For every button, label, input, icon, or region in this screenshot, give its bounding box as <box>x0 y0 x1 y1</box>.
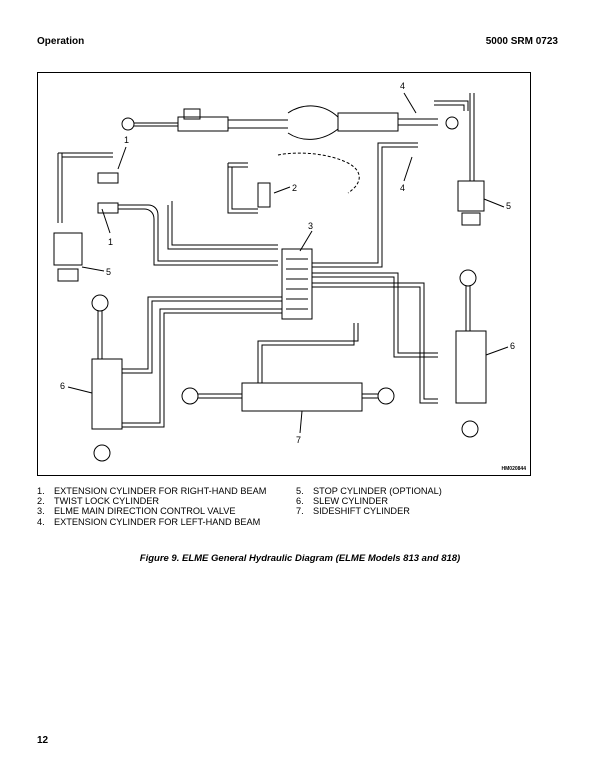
callout-4a: 4 <box>400 81 405 91</box>
slew-cylinder-right-rod <box>465 286 471 331</box>
hose-top-run <box>228 119 288 129</box>
callout-1a: 1 <box>124 135 129 145</box>
legend-item: 7.SIDESHIFT CYLINDER <box>296 506 410 517</box>
manual-number: 5000 SRM 0723 <box>485 36 558 47</box>
sideshift-rod-right <box>362 393 378 399</box>
slew-cylinder-left-body <box>91 358 123 430</box>
slew-cylinder-left-eye-top <box>91 294 109 312</box>
valve-block-left <box>97 172 119 184</box>
stop-cylinder-left <box>53 232 83 266</box>
cylinder-port-top <box>183 108 201 120</box>
hose-valve-to-right-2 <box>312 282 438 404</box>
stop-cylinder-left-base <box>57 268 79 282</box>
slew-cylinder-left-rod <box>97 311 103 359</box>
leader-3 <box>299 230 313 252</box>
hydraulic-diagram: 1 1 2 3 4 4 5 5 6 6 7 <box>53 81 515 462</box>
stop-cylinder-right-base <box>461 212 481 226</box>
hose-slew-left-2 <box>122 308 282 428</box>
sideshift-eye-right <box>377 387 395 405</box>
cylinder-body-top <box>177 116 229 132</box>
hose-slew-left-1 <box>122 296 282 374</box>
slew-cylinder-right-body <box>455 330 487 404</box>
leader-7 <box>299 410 303 434</box>
figure-code: HM020844 <box>501 466 526 472</box>
slew-cylinder-right-eye-bottom <box>461 420 479 438</box>
legend-item: 1.EXTENSION CYLINDER FOR RIGHT-HAND BEAM <box>37 486 267 496</box>
leader-6-left <box>67 386 93 394</box>
rod-top-left <box>134 122 178 127</box>
callout-3: 3 <box>308 221 313 231</box>
legend-item: 4.EXTENSION CYLINDER FOR LEFT-HAND BEAM <box>37 516 261 527</box>
callout-6a: 6 <box>60 381 65 391</box>
leader-5-left <box>81 266 105 272</box>
cylinder-body-top-right <box>337 112 399 132</box>
hose-stop-right <box>469 93 475 181</box>
callout-6b: 6 <box>510 341 515 351</box>
legend-item: 5.STOP CYLINDER (OPTIONAL) <box>296 486 442 496</box>
hose-twist-lock <box>227 162 258 214</box>
leader-4-bottom <box>403 156 413 182</box>
leader-4-top <box>403 92 417 114</box>
hose-valve-to-right <box>312 272 438 358</box>
hose-left-to-valve <box>118 204 278 266</box>
leader-1-top <box>117 146 127 170</box>
callout-5a: 5 <box>506 201 511 211</box>
direction-control-valve <box>281 248 313 320</box>
sideshift-eye-left <box>181 387 199 405</box>
cylinder-eye-top-right <box>445 116 459 130</box>
valve-block-left-lower <box>97 202 119 214</box>
legend-item: 2.TWIST LOCK CYLINDER <box>37 496 159 507</box>
legend-item: 3.ELME MAIN DIRECTION CONTROL VALVE <box>37 506 236 517</box>
leader-6-right <box>485 346 509 356</box>
callout-7: 7 <box>296 435 301 445</box>
hose-sideshift <box>257 323 359 383</box>
figure-caption: Figure 9. ELME General Hydraulic Diagram… <box>139 553 461 564</box>
slew-cylinder-right-eye-top <box>459 269 477 287</box>
cylinder-eye-top-left <box>121 117 135 131</box>
rod-top-right <box>398 118 438 126</box>
slew-cylinder-left-eye-bottom <box>93 444 111 462</box>
leader-1-bottom <box>101 208 111 234</box>
sideshift-cylinder-body <box>241 382 363 412</box>
callout-4b: 4 <box>400 183 405 193</box>
callout-5b: 5 <box>106 267 111 277</box>
page-number: 12 <box>37 735 49 746</box>
sideshift-rod-left <box>198 393 242 399</box>
hose-top-right <box>434 100 469 111</box>
hose-left-to-valve-2 <box>167 201 278 250</box>
valve-sections <box>286 258 308 310</box>
twist-lock-cylinder <box>257 182 271 208</box>
stop-cylinder-right <box>457 180 485 212</box>
leader-5-right <box>483 198 505 208</box>
leader-2 <box>273 186 291 194</box>
legend-right: 5.STOP CYLINDER (OPTIONAL) 6.SLEW CYLIND… <box>296 486 536 517</box>
hydraulic-diagram-frame: 1 1 2 3 4 4 5 5 6 6 7 HM020844 <box>37 72 531 476</box>
section-title: Operation <box>37 36 85 47</box>
cable-chain <box>277 152 360 194</box>
legend-left: 1.EXTENSION CYLINDER FOR RIGHT-HAND BEAM… <box>37 486 277 527</box>
hose-loop-top <box>287 105 339 140</box>
hose-left-loop <box>57 152 113 223</box>
callout-2: 2 <box>292 183 297 193</box>
legend-item: 6.SLEW CYLINDER <box>296 496 389 507</box>
hose-valve-to-top-right <box>312 142 418 268</box>
callout-1b: 1 <box>108 237 113 247</box>
